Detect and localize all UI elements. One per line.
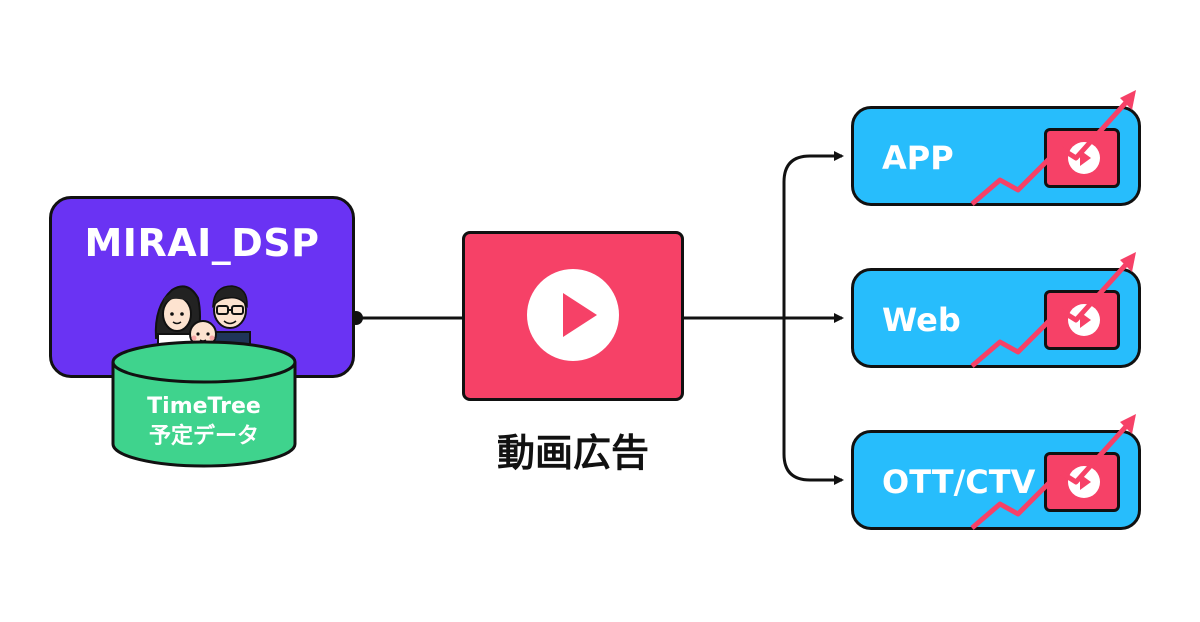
play-icon bbox=[1068, 142, 1100, 174]
channel-ott-ctv: OTT/CTV bbox=[851, 430, 1141, 530]
mini-video-card bbox=[1044, 290, 1120, 350]
database-label: TimeTree 予定データ bbox=[111, 392, 297, 452]
channel-app: APP bbox=[851, 106, 1141, 206]
channel-web: Web bbox=[851, 268, 1141, 368]
play-icon bbox=[527, 269, 619, 361]
play-icon bbox=[1068, 304, 1100, 336]
timetree-database bbox=[111, 340, 297, 468]
video-ad-card bbox=[462, 231, 684, 401]
channel-label: Web bbox=[882, 301, 961, 339]
dsp-title: MIRAI_DSP bbox=[84, 221, 320, 265]
mirai-dsp-box: MIRAI_DSP bbox=[49, 196, 355, 378]
channel-label: OTT/CTV bbox=[882, 463, 1036, 501]
arrow-to-ott bbox=[782, 318, 844, 485]
play-icon bbox=[1068, 466, 1100, 498]
video-ad-label: 動画広告 bbox=[496, 431, 649, 475]
mini-video-card bbox=[1044, 452, 1120, 512]
database-label-line2: 予定データ bbox=[148, 424, 259, 449]
arrow-to-app bbox=[782, 151, 844, 318]
channel-label: APP bbox=[882, 139, 954, 177]
mini-video-card bbox=[1044, 128, 1120, 188]
database-label-line1: TimeTree bbox=[147, 394, 261, 419]
